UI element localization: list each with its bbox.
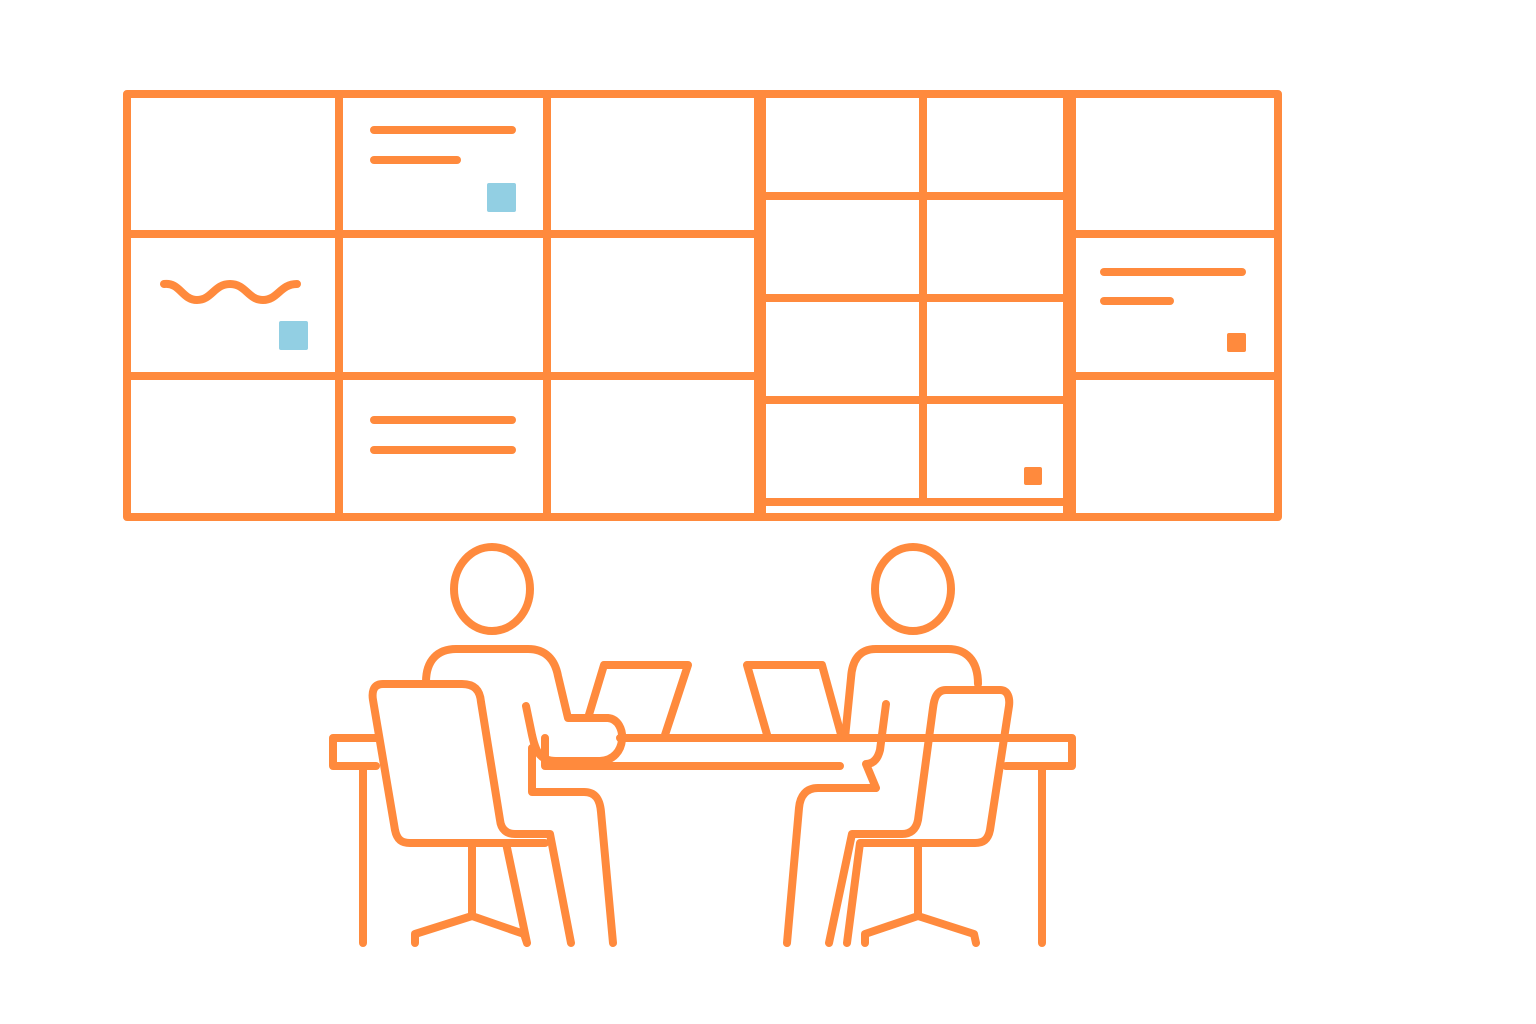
- sticky-note-orange: [1024, 467, 1042, 485]
- sticky-note-blue: [487, 183, 516, 212]
- chair-right: [825, 686, 1014, 947]
- person-left-head: [450, 543, 534, 635]
- board-frame: [123, 90, 1282, 521]
- laptop-icon: [743, 661, 846, 742]
- person-right-head: [871, 543, 955, 635]
- person-left-legs: [528, 744, 617, 947]
- sticky-note-orange: [1227, 333, 1246, 352]
- sticky-note-blue: [279, 321, 308, 350]
- person-right-body: [783, 645, 982, 947]
- desk-icon: [329, 734, 1076, 947]
- laptop-icon: [584, 661, 692, 742]
- sticky-notes: [279, 183, 1246, 485]
- meeting-scene: [329, 543, 1076, 947]
- squiggle-icon: [160, 279, 301, 304]
- chair-left: [368, 680, 575, 947]
- wall-board: [123, 90, 1282, 521]
- person-left-body: [422, 645, 626, 765]
